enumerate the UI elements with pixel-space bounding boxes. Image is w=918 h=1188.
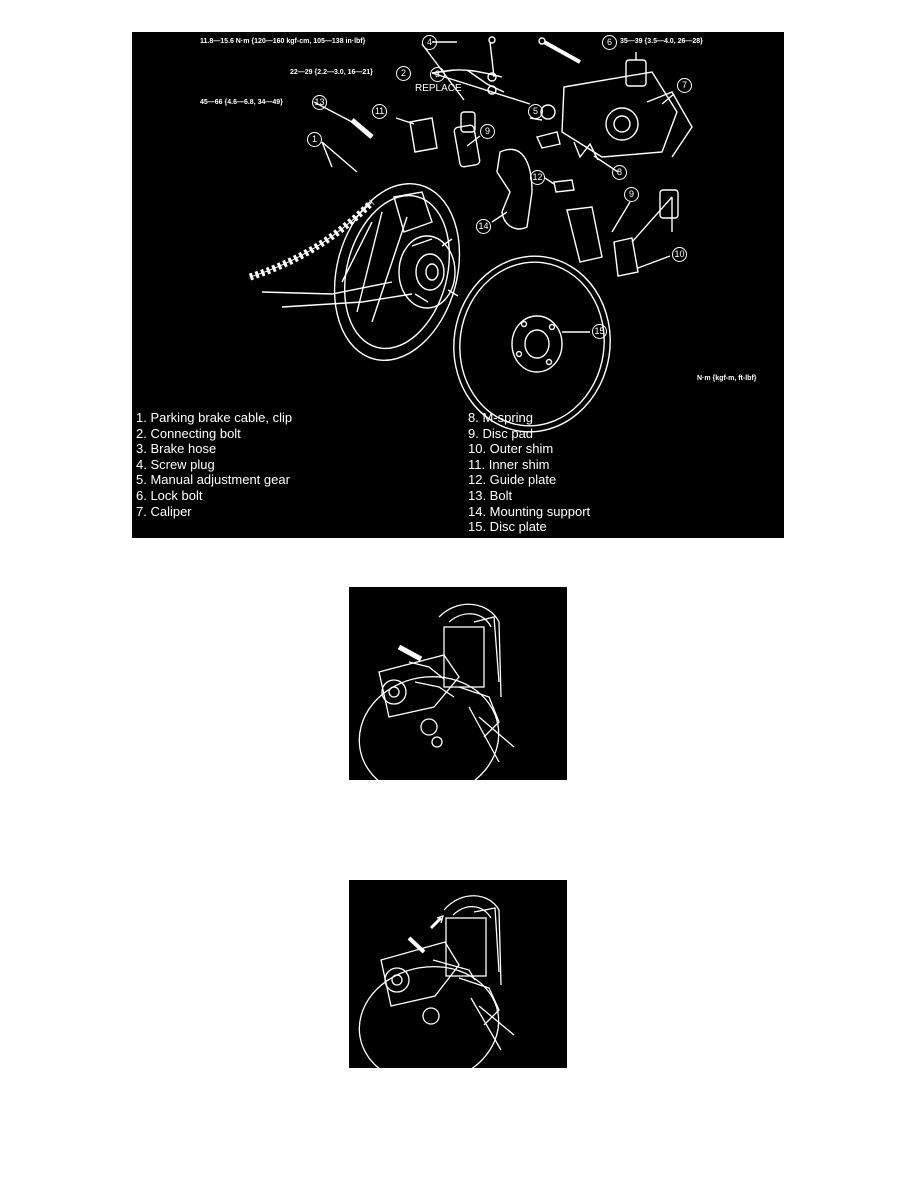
units-note: N·m {kgf-m, ft-lbf} xyxy=(697,375,757,382)
legend-item: 4. Screw plug xyxy=(136,456,215,472)
legend-item: 2. Connecting bolt xyxy=(136,425,241,441)
legend-right-column: 8. M-spring 9. Disc pad 10. Outer shim 1… xyxy=(468,410,590,535)
replace-label: REPLACE xyxy=(415,83,462,94)
legend-item: 13. Bolt xyxy=(468,487,513,503)
callout-9a: 9 xyxy=(480,124,495,139)
legend-item: 5. Manual adjustment gear xyxy=(136,472,290,488)
legend-item: 6. Lock bolt xyxy=(136,487,203,503)
legend-item: 1. Parking brake cable, clip xyxy=(136,410,293,425)
legend-item: 8. M-spring xyxy=(468,410,534,425)
callout-14: 14 xyxy=(476,219,491,234)
callout-5: 5 xyxy=(528,104,543,119)
torque-spec-screw-plug: 11.8—15.6 N·m {120—160 kgf-cm, 105—138 i… xyxy=(200,38,366,45)
legend-left-column: 1. Parking brake cable, clip 2. Connecti… xyxy=(136,410,292,519)
torque-spec-lock-bolt: 35—39 {3.5—4.0, 26—28} xyxy=(620,38,703,45)
lock-bolt-line-art xyxy=(358,895,515,1068)
brake-line-art xyxy=(248,36,693,433)
callout-11: 11 xyxy=(372,104,387,119)
legend-item: 9. Disc pad xyxy=(468,425,534,441)
legend-item: 15. Disc plate xyxy=(468,519,547,535)
lock-bolt-figure xyxy=(349,880,567,1068)
callout-3: 3 xyxy=(430,67,445,82)
exploded-brake-diagram: 11.8—15.6 N·m {120—160 kgf-cm, 105—138 i… xyxy=(132,32,784,538)
callout-13: 13 xyxy=(312,95,327,110)
callout-10: 10 xyxy=(672,247,687,262)
torque-spec-connecting-bolt: 22—29 {2.2—3.0, 16—21} xyxy=(290,69,373,76)
callout-8: 8 xyxy=(612,165,627,180)
callout-15: 15 xyxy=(592,324,607,339)
legend-item: 12. Guide plate xyxy=(468,472,557,488)
callout-7: 7 xyxy=(677,78,692,93)
callout-9b: 9 xyxy=(624,187,639,202)
callout-6: 6 xyxy=(602,35,617,50)
callout-4: 4 xyxy=(422,35,437,50)
caliper-removal-figure xyxy=(349,587,567,780)
callout-1: 1 xyxy=(307,132,322,147)
legend-item: 3. Brake hose xyxy=(136,441,217,457)
legend-item: 10. Outer shim xyxy=(468,441,554,457)
legend-item: 7. Caliper xyxy=(136,503,192,519)
callout-2: 2 xyxy=(396,66,411,81)
caliper-line-art xyxy=(358,603,515,780)
torque-spec-bolt: 45—66 {4.6—6.8, 34—49} xyxy=(200,99,283,106)
legend-item: 14. Mounting support xyxy=(468,503,591,519)
legend-item: 11. Inner shim xyxy=(468,456,550,472)
callout-12: 12 xyxy=(530,170,545,185)
